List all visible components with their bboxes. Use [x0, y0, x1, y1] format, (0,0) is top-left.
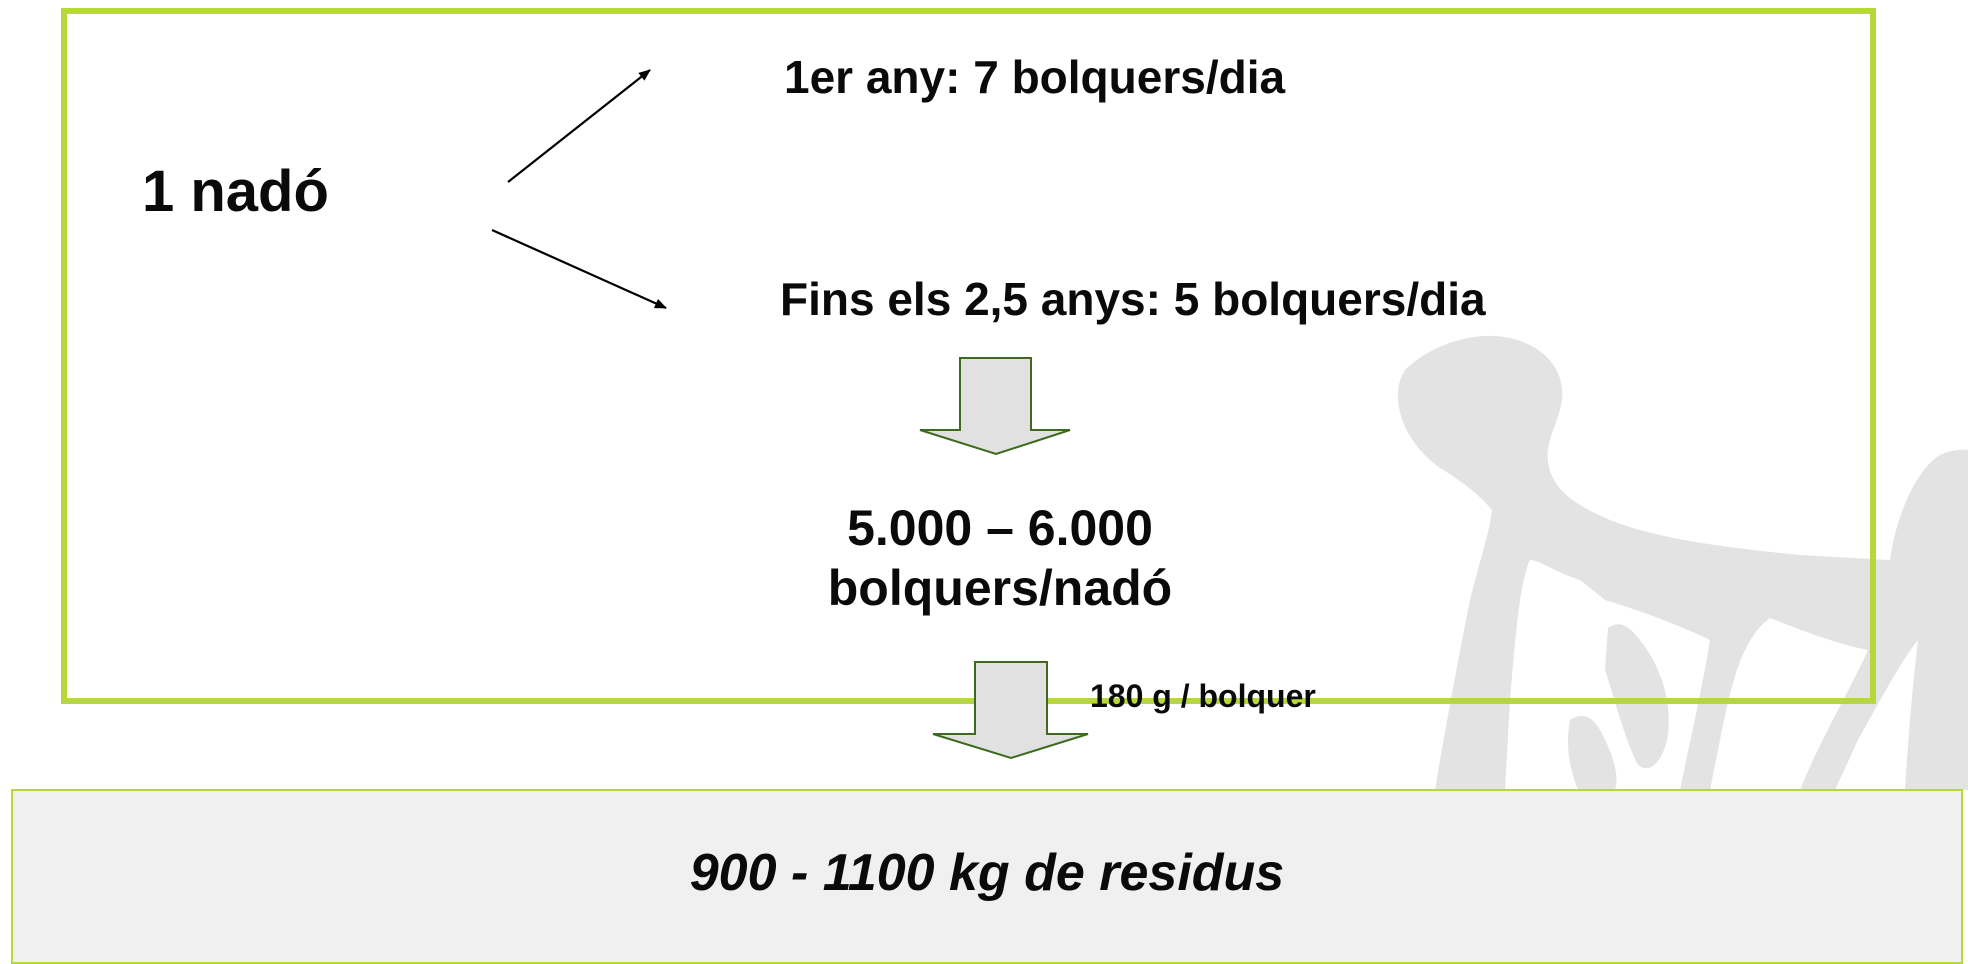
- total-line-1: 5.000 – 6.000: [847, 500, 1153, 556]
- result-label: 900 - 1100 kg de residus: [689, 844, 1285, 902]
- result-box: 900 - 1100 kg de residus: [11, 789, 1963, 964]
- down-arrow-icon: [932, 661, 1089, 760]
- total-diapers-label: 5.000 – 6.000 bolquers/nadó: [790, 498, 1210, 618]
- total-line-2: bolquers/nadó: [827, 560, 1173, 616]
- until-label: Fins els 2,5 anys: 5 bolquers/dia: [780, 273, 1486, 325]
- source-label: 1 nadó: [142, 159, 329, 224]
- weight-label: 180 g / bolquer: [1090, 678, 1316, 714]
- diagonal-arrow-icon: [507, 69, 651, 183]
- diagonal-arrow-icon: [491, 228, 667, 310]
- first-year-label: 1er any: 7 bolquers/dia: [784, 51, 1286, 103]
- down-arrow-icon: [919, 357, 1071, 456]
- outer-frame: [61, 8, 1876, 704]
